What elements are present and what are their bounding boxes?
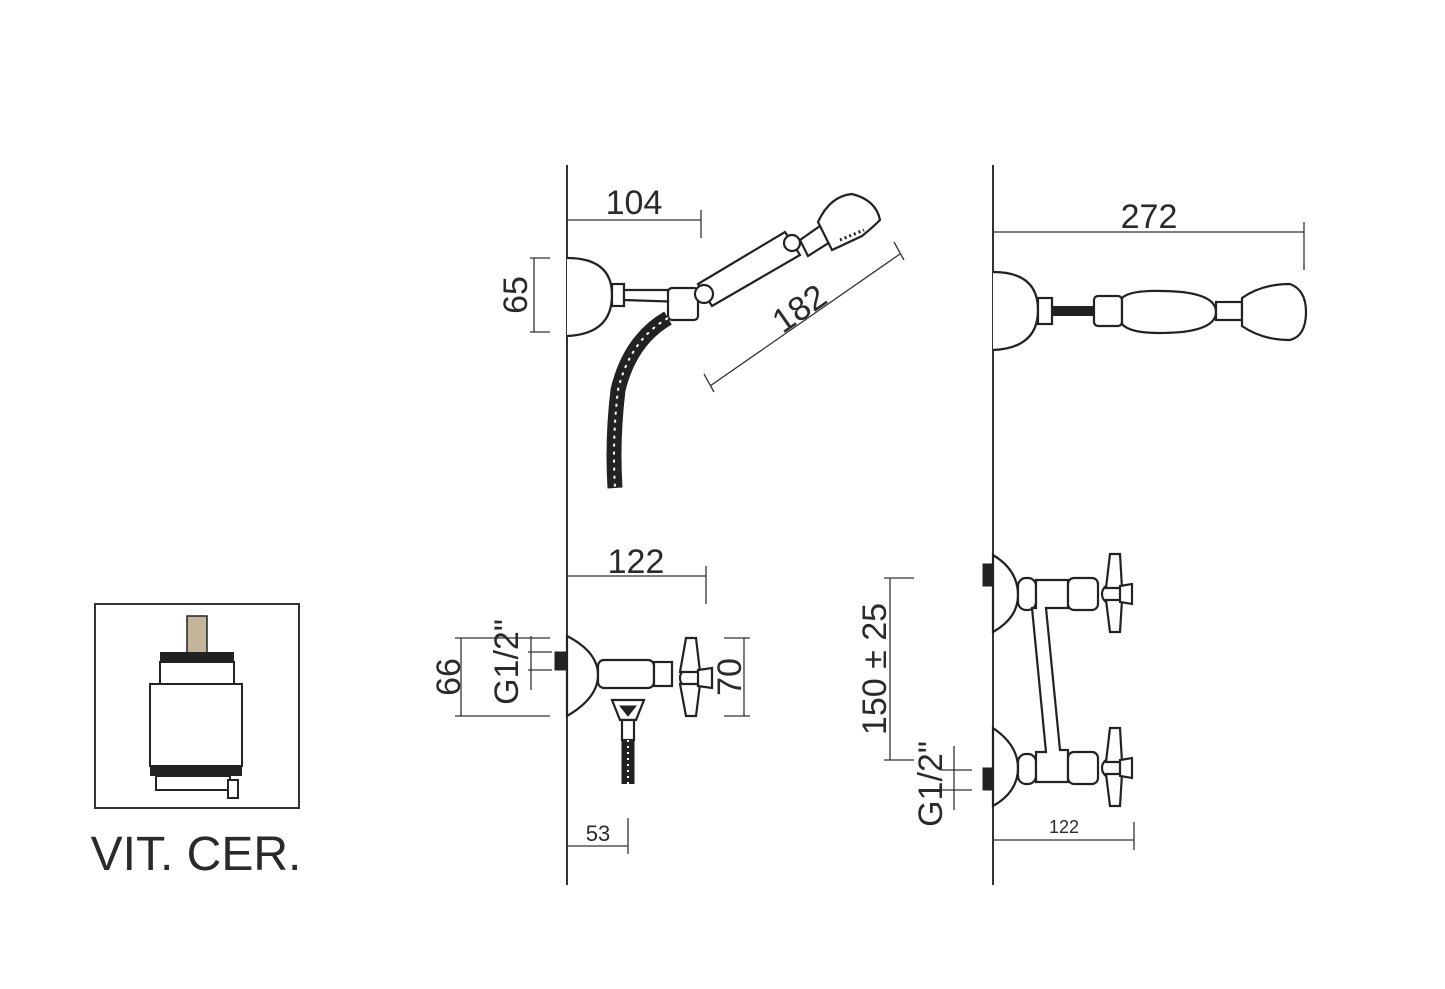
dim-label-150-25: 150 ± 25 <box>856 603 894 735</box>
dim-label-122-small: 122 <box>1049 817 1079 837</box>
dimension-122-top: 122 <box>567 543 707 604</box>
dim-label-122: 122 <box>608 543 665 581</box>
mixer-side-view <box>982 552 1134 808</box>
dim-label-53: 53 <box>586 821 610 846</box>
dim-label-182: 182 <box>766 277 834 341</box>
dimension-104: 104 <box>567 184 702 238</box>
dimension-66: 66 <box>430 637 550 717</box>
dimension-thread-left: G1/2" <box>488 619 552 705</box>
dim-label-104: 104 <box>606 184 663 222</box>
mixer-front-view <box>554 634 714 784</box>
dimension-70: 70 <box>711 637 750 717</box>
dimension-122-bottom: 122 <box>993 817 1135 850</box>
dim-label-thread-left: G1/2" <box>488 619 526 705</box>
dim-label-70: 70 <box>711 658 749 696</box>
dim-label-65: 65 <box>497 276 535 314</box>
ceramic-cartridge-icon <box>94 603 300 809</box>
dim-label-thread-right: G1/2" <box>912 741 950 827</box>
dim-label-272: 272 <box>1121 198 1178 236</box>
hand-shower-side-view <box>992 270 1308 352</box>
dimension-thread-right: G1/2" <box>912 741 972 827</box>
dimension-272: 272 <box>993 198 1305 270</box>
hand-shower-front-view <box>566 192 882 489</box>
dimension-150-25: 150 ± 25 <box>856 577 914 761</box>
dim-label-66: 66 <box>430 658 468 696</box>
cartridge-label: VIT. CER. <box>91 828 302 881</box>
dimension-53: 53 <box>567 818 629 854</box>
dimension-65: 65 <box>497 257 550 333</box>
